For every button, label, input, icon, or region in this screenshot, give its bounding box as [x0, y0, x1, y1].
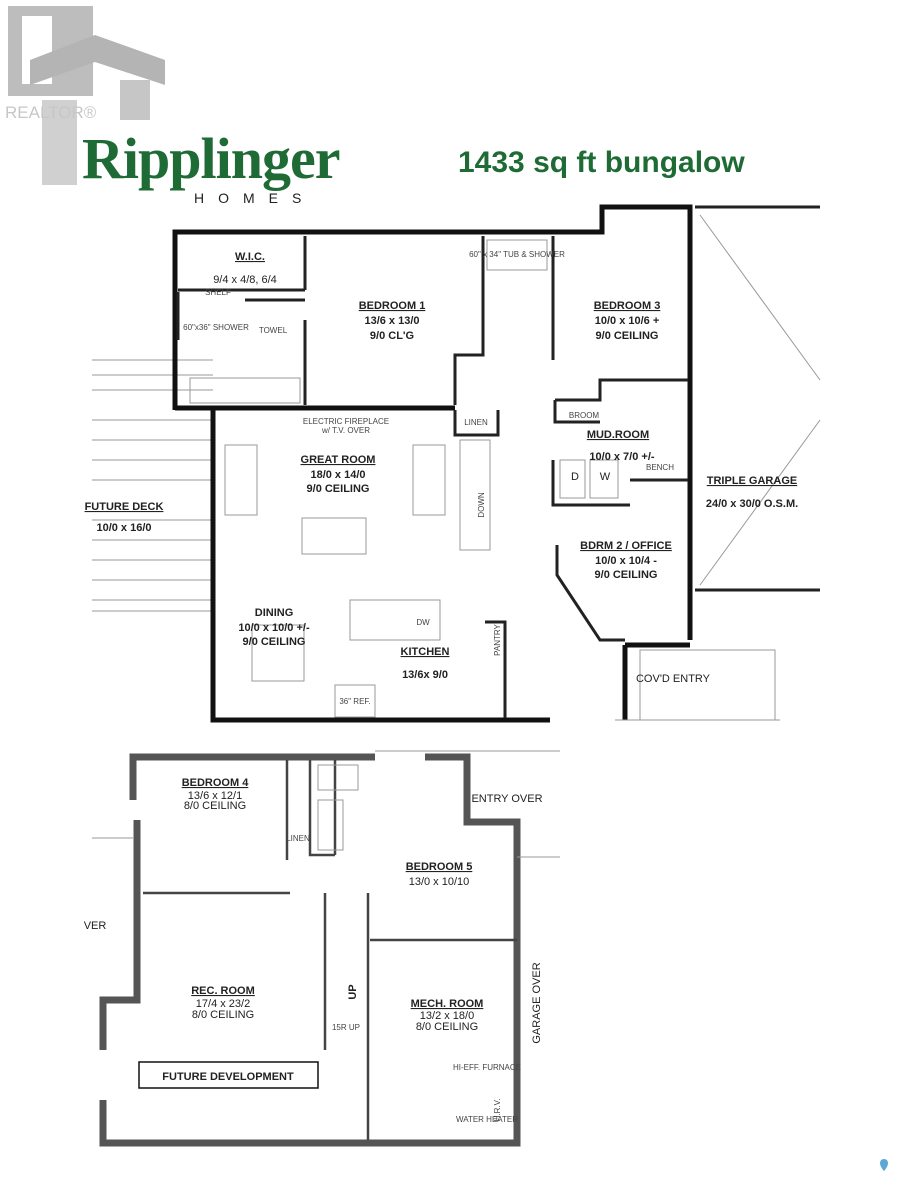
shelf-label: SHELF	[205, 288, 231, 297]
fireplace-note: w/ T.V. OVER	[321, 426, 370, 435]
bedroom5-label: BEDROOM 5	[406, 861, 473, 873]
covd-entry-label: COV'D ENTRY	[636, 673, 711, 685]
great-room-ceiling: 9/0 CEILING	[307, 483, 370, 495]
basement-labels: BEDROOM 4 13/6 x 12/1 8/0 CEILING LINEN …	[84, 777, 543, 1124]
pantry-label: PANTRY	[493, 623, 502, 655]
bedroom5-dims: 13/0 x 10/10	[409, 876, 470, 888]
dining-dims: 10/0 x 10/0 +/-	[238, 622, 310, 634]
stairs-label: 15R UP	[332, 1023, 360, 1032]
deck-over-label: VER	[84, 920, 107, 932]
furnace-label: HI-EFF. FURNACE	[453, 1063, 521, 1072]
water-heater-label: WATER HEATER	[456, 1115, 518, 1124]
garage-label: TRIPLE GARAGE	[707, 475, 797, 487]
mudroom-label: MUD.ROOM	[587, 429, 649, 441]
great-room-label: GREAT ROOM	[301, 454, 376, 466]
mech-room-label: MECH. ROOM	[411, 998, 484, 1010]
bench-label: BENCH	[646, 463, 674, 472]
bdrm2-ceiling: 9/0 CEILING	[595, 569, 658, 581]
up-label: UP	[347, 984, 359, 999]
mudroom-dims: 10/0 x 7/0 +/-	[589, 451, 654, 463]
bedroom4-ceiling: 8/0 CEILING	[184, 800, 246, 812]
shower-label: 60"x36" SHOWER	[183, 323, 249, 332]
bdrm2-dims: 10/0 x 10/4 -	[595, 555, 657, 567]
basement-linen-label: LINEN	[286, 834, 310, 843]
page-title: 1433 sq ft bungalow	[458, 146, 745, 179]
kitchen-label: KITCHEN	[401, 646, 450, 658]
main-floor	[92, 204, 821, 723]
ref-label: 36" REF.	[339, 697, 370, 706]
kitchen-dims: 13/6x 9/0	[402, 669, 448, 681]
broom-label: BROOM	[569, 411, 600, 420]
rec-room-dims: 17/4 x 23/2	[196, 998, 250, 1010]
future-deck-dims: 10/0 x 16/0	[96, 522, 151, 534]
bedroom4-label: BEDROOM 4	[182, 777, 250, 789]
dining-label: DINING	[255, 607, 294, 619]
wic-dims: 9/4 x 4/8, 6/4	[213, 274, 277, 286]
tub-label: 60" x 34" TUB & SHOWER	[469, 250, 565, 259]
rec-room-label: REC. ROOM	[191, 985, 255, 997]
future-deck-label: FUTURE DECK	[85, 501, 164, 513]
washer-label: W	[600, 471, 611, 483]
bedroom1-ceiling: 9/0 CL'G	[370, 330, 414, 342]
map-pin-icon	[880, 1159, 888, 1171]
hrv-label: H.R.V.	[493, 1099, 502, 1122]
mech-room-ceiling: 8/0 CEILING	[416, 1021, 478, 1033]
dining-ceiling: 9/0 CEILING	[243, 636, 306, 648]
down-label: DOWN	[477, 492, 486, 518]
garage-over-label: GARAGE OVER	[531, 962, 543, 1043]
dryer-label: D	[571, 471, 579, 483]
garage-outline	[695, 205, 821, 592]
realtor-watermark: REALTOR®	[5, 6, 165, 185]
bedroom3-ceiling: 9/0 CEILING	[596, 330, 659, 342]
bedroom3-label: BEDROOM 3	[594, 300, 661, 312]
future-development-label: FUTURE DEVELOPMENT	[162, 1071, 294, 1083]
entry-over-label: ENTRY OVER	[471, 793, 542, 805]
future-development-box	[138, 1061, 319, 1089]
rec-room-ceiling: 8/0 CEILING	[192, 1009, 254, 1021]
future-deck-boards	[92, 359, 213, 612]
main-floor-labels: W.I.C. 9/4 x 4/8, 6/4 SHELF 60"x36" SHOW…	[85, 250, 799, 706]
bedroom3-dims: 10/0 x 10/6 +	[595, 315, 660, 327]
linen-label: LINEN	[464, 418, 488, 427]
garage-dims: 24/0 x 30/0 O.S.M.	[706, 498, 798, 510]
mech-room-dims: 13/2 x 18/0	[420, 1010, 474, 1022]
bedroom1-label: BEDROOM 1	[359, 300, 426, 312]
logo-brand: Ripplinger	[82, 126, 340, 191]
bedroom1-dims: 13/6 x 13/0	[364, 315, 419, 327]
towel-label: TOWEL	[259, 326, 288, 335]
dw-label: DW	[416, 618, 430, 627]
wic-label: W.I.C.	[235, 251, 265, 263]
bedroom4-dims: 13/6 x 12/1	[188, 790, 242, 802]
logo-sub: HOMES	[194, 190, 315, 206]
fireplace-label: ELECTRIC FIREPLACE	[303, 417, 389, 426]
bdrm2-label: BDRM 2 / OFFICE	[580, 540, 672, 552]
great-room-dims: 18/0 x 14/0	[310, 469, 365, 481]
realtor-text: REALTOR®	[5, 103, 97, 122]
basement-floor	[92, 750, 560, 1147]
